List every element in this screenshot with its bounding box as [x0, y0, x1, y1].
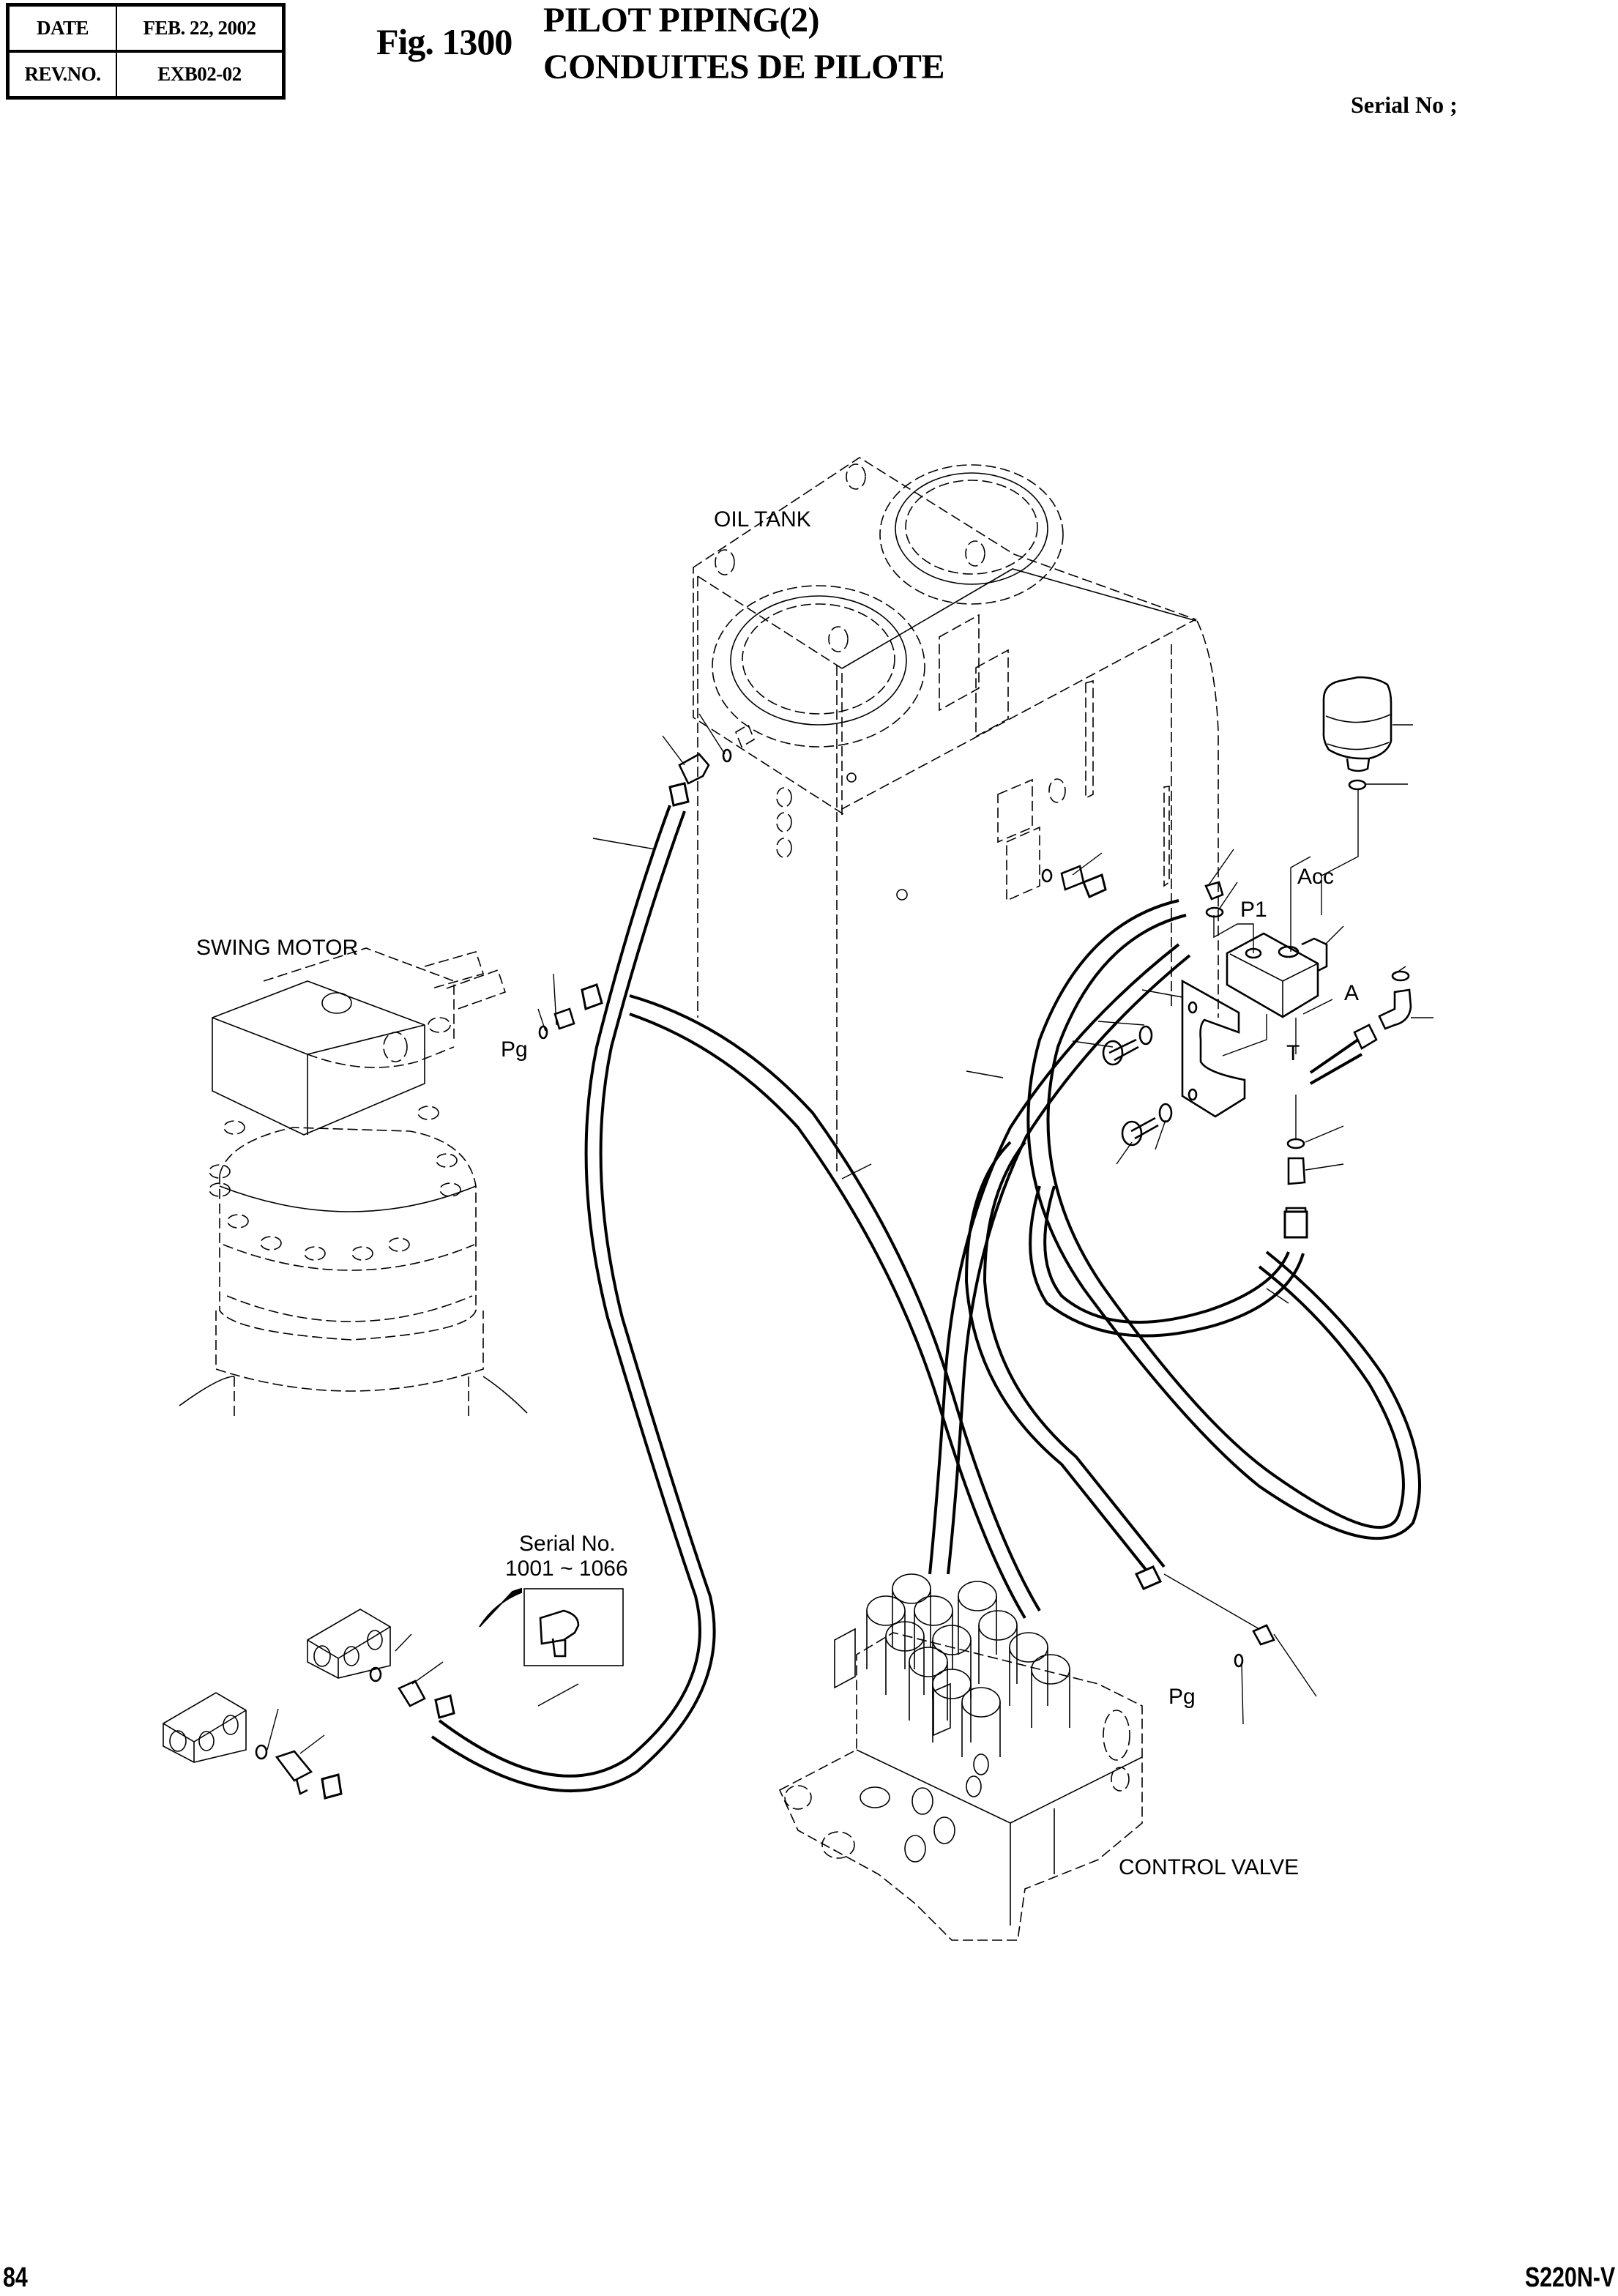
- manifold-blocks: [163, 1609, 444, 1795]
- page-title-french: CONDUITES DE PILOTE: [543, 48, 944, 86]
- swing-motor-drawing: [179, 947, 528, 1420]
- pilot-valve-block: [1102, 881, 1412, 1239]
- oil-tank-label: OIL TANK: [714, 507, 811, 532]
- port-label-pg-valve: Pg: [1168, 1685, 1196, 1709]
- serial-note-line2: 1001 ~ 1066: [505, 1557, 628, 1581]
- revision-info-table: DATE FEB. 22, 2002 REV.NO. EXB02-02: [6, 3, 286, 100]
- control-valve-drawing: [778, 1573, 1143, 1941]
- date-value: FEB. 22, 2002: [116, 4, 285, 53]
- rev-label: REV.NO.: [7, 51, 117, 99]
- control-valve-label: CONTROL VALVE: [1119, 1855, 1299, 1879]
- date-label: DATE: [7, 4, 117, 53]
- oil-tank-drawing: [693, 457, 1219, 1171]
- accumulator-drawing: [1321, 676, 1413, 915]
- serial-note-inset: [479, 1587, 624, 1666]
- serial-number-label: Serial No ;: [1351, 92, 1458, 118]
- port-label-pg-swing: Pg: [501, 1037, 528, 1062]
- swing-motor-label: SWING MOTOR: [196, 936, 358, 960]
- serial-note-line1: Serial No.: [519, 1532, 616, 1556]
- leader-lines: [537, 713, 1434, 1725]
- rev-value: EXB02-02: [116, 51, 285, 99]
- page-title-english: PILOT PIPING(2): [543, 1, 819, 40]
- port-label-acc: Acc: [1297, 865, 1334, 889]
- pilot-hoses: [321, 748, 1421, 1800]
- figure-number: Fig. 1300: [376, 21, 512, 62]
- model-code: S220N-V: [1524, 2262, 1615, 2293]
- port-label-p1: P1: [1240, 898, 1267, 922]
- port-label-a: A: [1344, 981, 1359, 1005]
- page-number: 84: [3, 2262, 28, 2293]
- port-label-t: T: [1286, 1041, 1300, 1065]
